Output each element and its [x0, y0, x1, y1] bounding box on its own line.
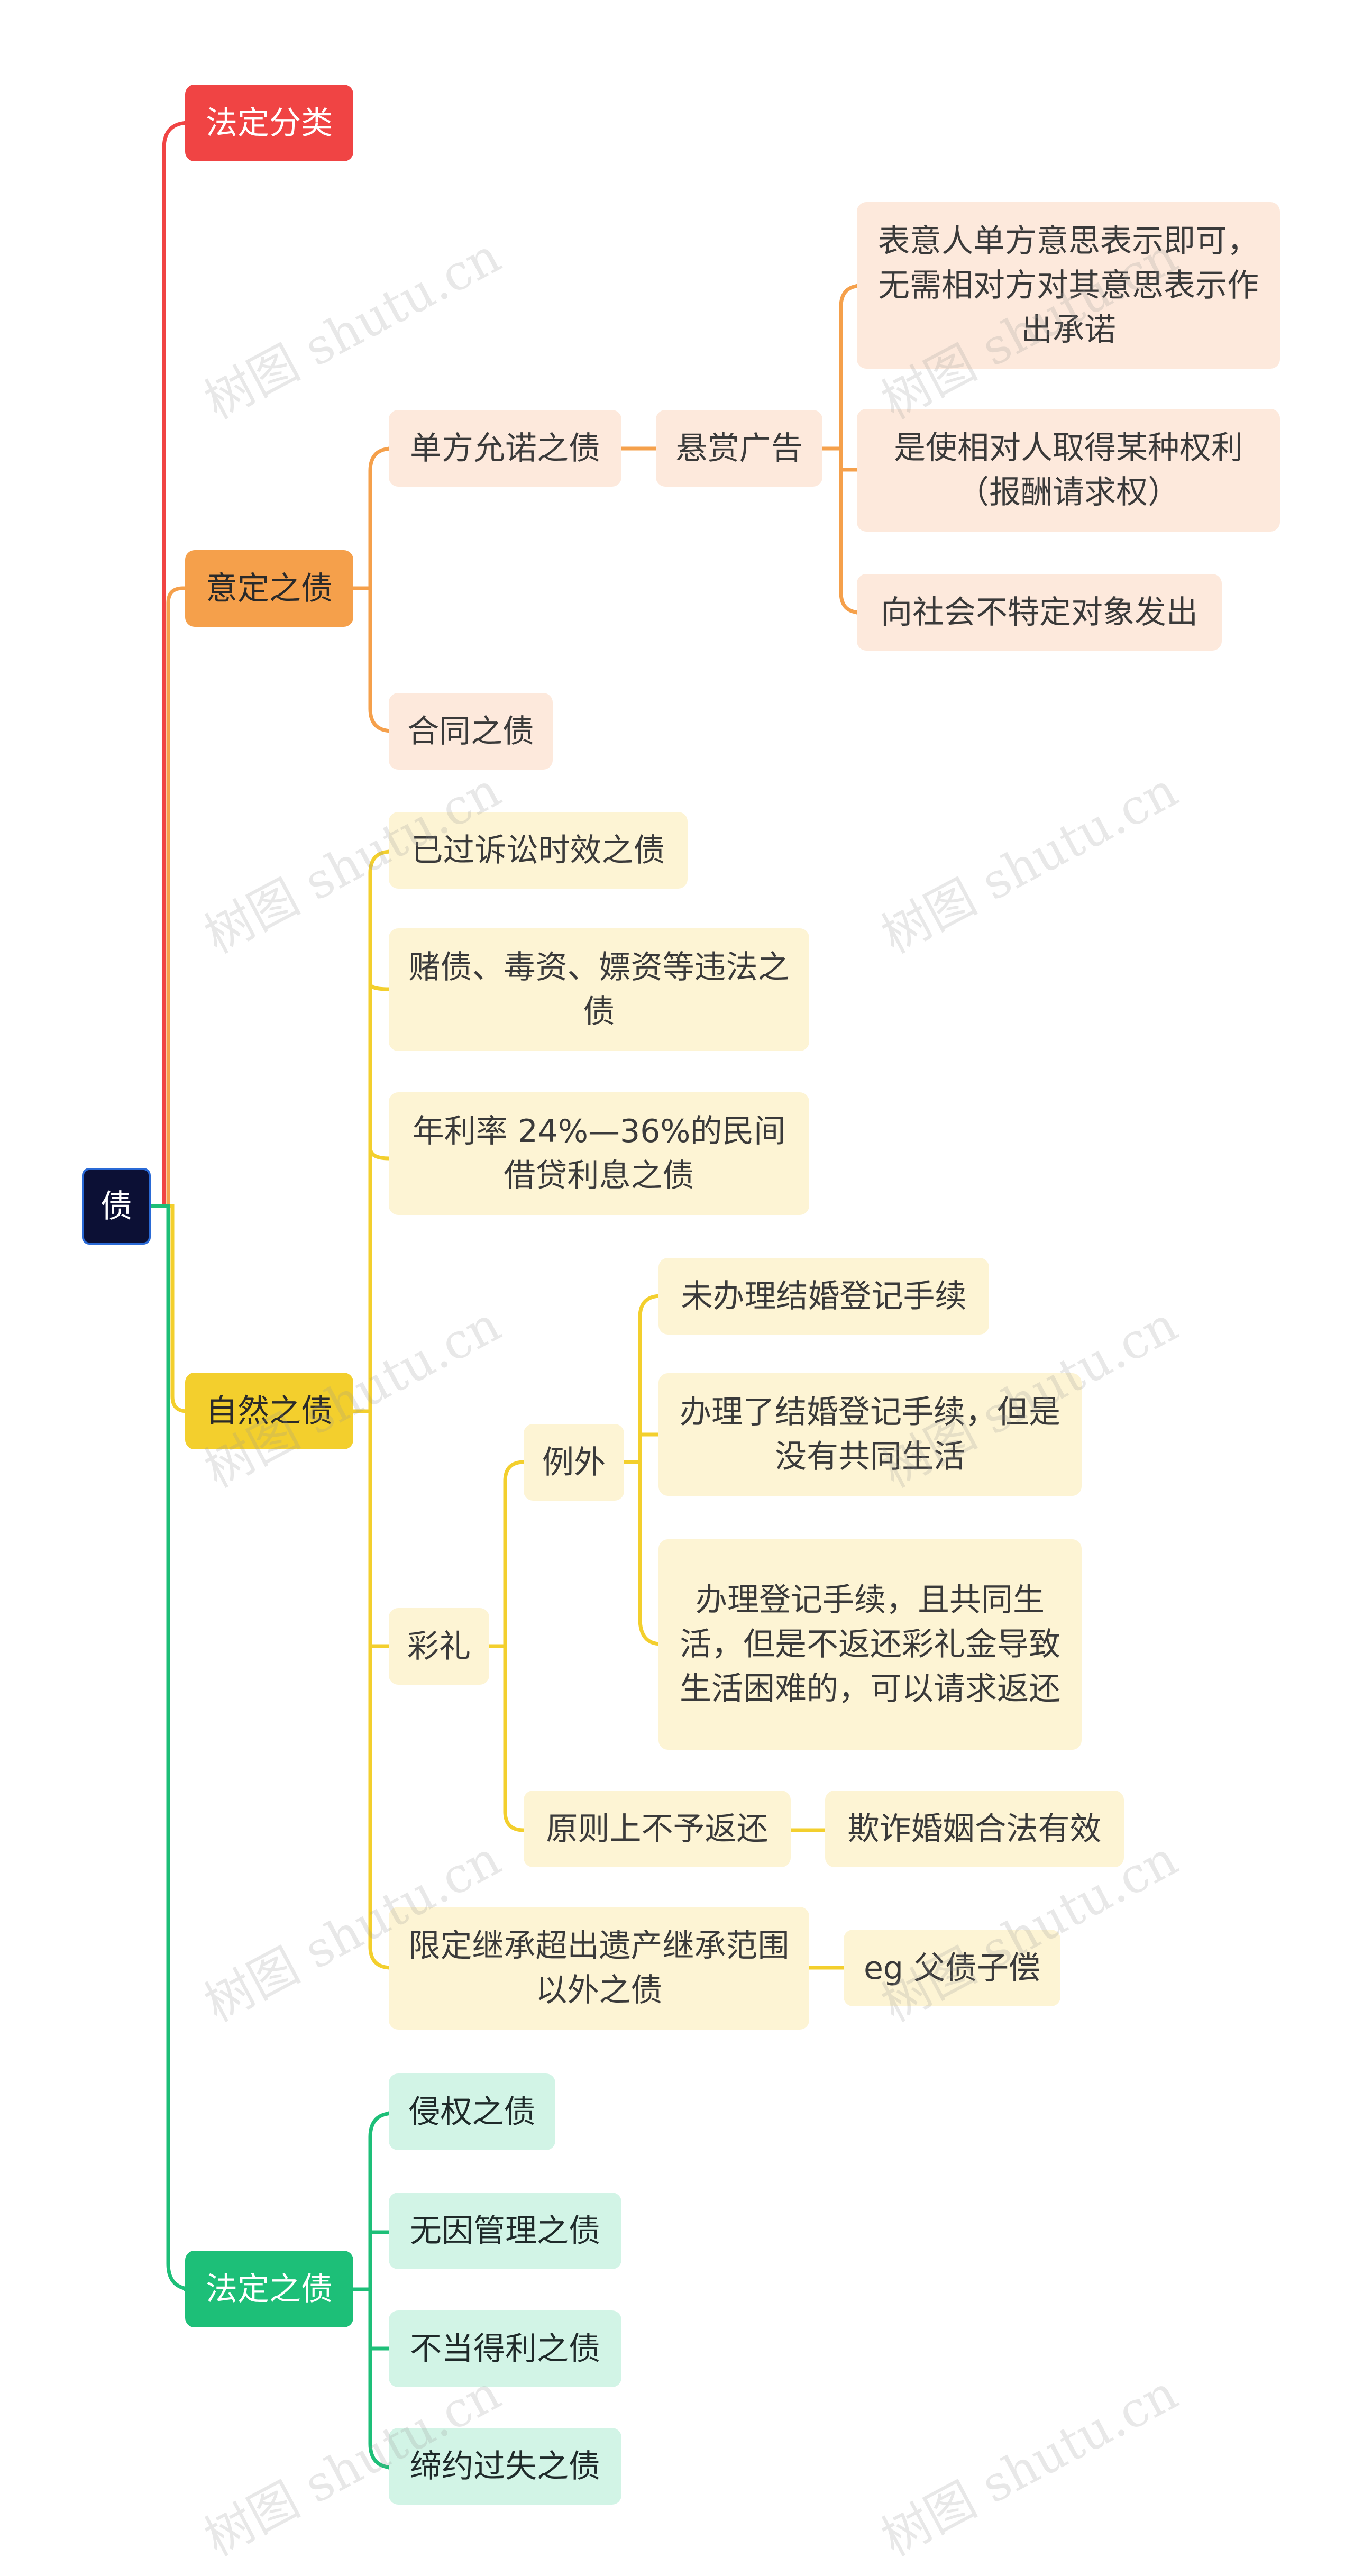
link-exception-item-2: [622, 1432, 661, 1464]
node-principle-detail[interactable]: 欺诈婚姻合法有效: [825, 1791, 1124, 1867]
category-legal-class[interactable]: 法定分类: [185, 85, 353, 161]
node-reward-point-3[interactable]: 向社会不特定对象发出: [857, 574, 1222, 651]
watermark: 树图 shutu.cn: [195, 227, 510, 431]
node-statutory-item-4[interactable]: 缔约过失之债: [389, 2428, 621, 2505]
link-bride-principle: [487, 1644, 526, 1832]
node-reward-point-2[interactable]: 是使相对人取得某种权利（报酬请求权）: [857, 409, 1280, 532]
node-exception-item-1[interactable]: 未办理结婚登记手续: [658, 1258, 989, 1335]
link-natural-limited: [368, 1644, 392, 1970]
link-reward-point-1: [820, 284, 863, 451]
watermark: 树图 shutu.cn: [872, 761, 1187, 965]
link-natural-bride: [350, 1409, 391, 1648]
node-statutory-item-2[interactable]: 无因管理之债: [389, 2193, 621, 2269]
link-reward-point-3: [820, 446, 862, 615]
node-exception[interactable]: 例外: [524, 1424, 624, 1501]
link-root-natural: [146, 1204, 188, 1413]
node-reward-point-1[interactable]: 表意人单方意思表示即可，无需相对方对其意思表示作出承诺: [857, 202, 1280, 369]
link-statutory-item-3: [368, 2287, 391, 2351]
link-statutory-item-1: [350, 2111, 395, 2291]
link-exception-item-3: [622, 1460, 662, 1646]
link-natural-item-2: [368, 982, 391, 991]
node-contract[interactable]: 合同之债: [389, 693, 553, 770]
category-statutory[interactable]: 法定之债: [185, 2251, 353, 2327]
category-intended[interactable]: 意定之债: [185, 550, 353, 627]
node-natural-item-2[interactable]: 赌债、毒资、嫖资等违法之债: [389, 928, 809, 1051]
node-statutory-item-1[interactable]: 侵权之债: [389, 2073, 555, 2150]
link-natural-item-1: [350, 849, 392, 1413]
node-exception-item-2[interactable]: 办理了结婚登记手续，但是没有共同生活: [658, 1373, 1082, 1496]
node-principle[interactable]: 原则上不予返还: [524, 1791, 791, 1867]
node-unilateral-promise[interactable]: 单方允诺之债: [389, 410, 621, 487]
node-exception-item-3[interactable]: 办理登记手续，且共同生活，但是不返还彩礼金导致生活困难的，可以请求返还: [658, 1539, 1082, 1750]
link-exception-item-1: [622, 1294, 662, 1464]
watermark: 树图 shutu.cn: [872, 2364, 1187, 2568]
link-natural-item-3: [368, 1146, 391, 1161]
node-natural-item-1[interactable]: 已过诉讼时效之债: [389, 812, 688, 889]
node-limited-example[interactable]: eg 父债子偿: [844, 1930, 1060, 2006]
link-root-statutory: [146, 1204, 194, 2291]
link-intended-unilateral: [350, 446, 393, 590]
root-node[interactable]: 债: [82, 1168, 151, 1245]
link-root-legal-class: [146, 121, 190, 1208]
node-limited-inheritance[interactable]: 限定继承超出遗产继承范围以外之债: [389, 1907, 809, 2030]
node-natural-item-3[interactable]: 年利率 24%—36%的民间借贷利息之债: [389, 1092, 809, 1215]
node-reward-ad[interactable]: 悬赏广告: [656, 410, 822, 487]
link-intended-contract: [350, 586, 393, 733]
link-root-intended: [146, 586, 187, 1208]
link-bride-exception: [487, 1460, 526, 1648]
node-statutory-item-3[interactable]: 不当得利之债: [389, 2310, 621, 2387]
category-natural[interactable]: 自然之债: [185, 1373, 353, 1449]
node-bride-price[interactable]: 彩礼: [389, 1608, 489, 1685]
link-reward-point-2: [820, 446, 859, 472]
